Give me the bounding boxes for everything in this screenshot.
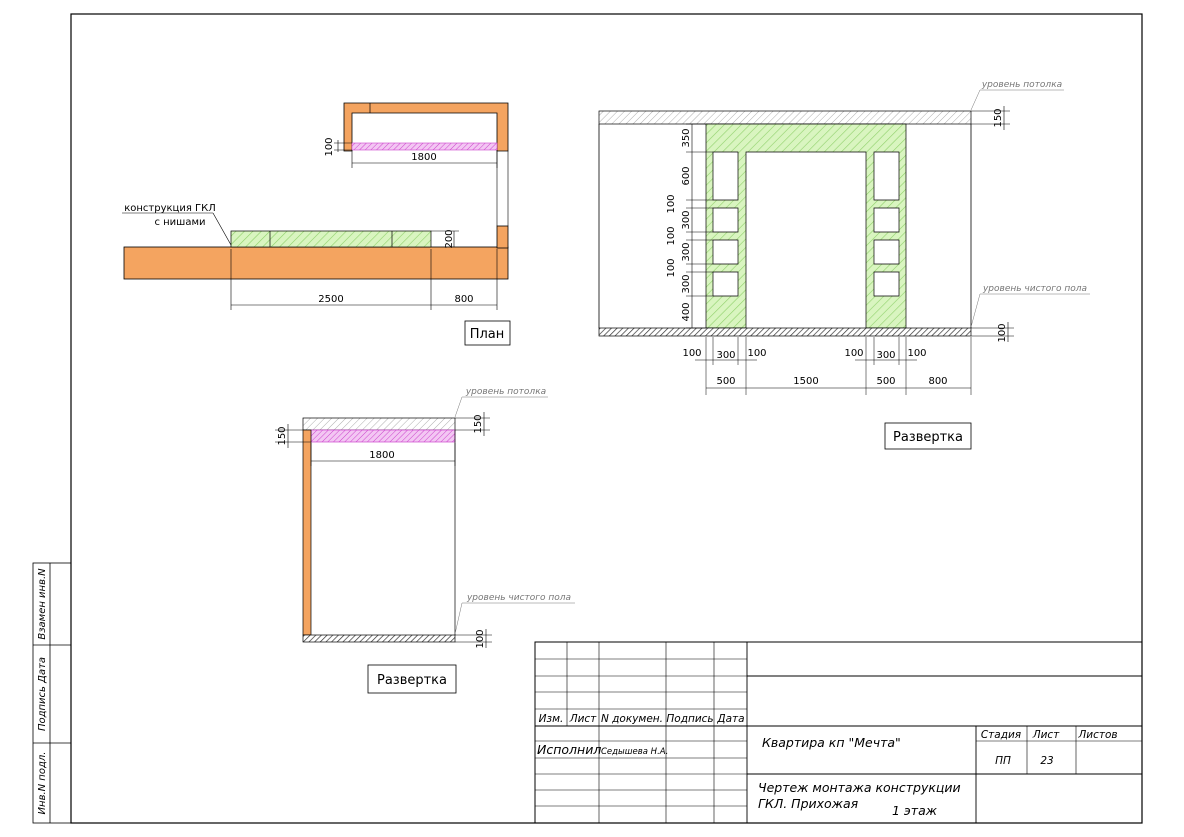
elev-r-ceiling-slab [598,110,972,125]
tb-stage-value: ПП [995,755,1011,767]
elev-r-dim-h100c: 100 [844,348,863,359]
elev-l-ceiling-strip [310,429,456,443]
plan-dim-1800: 1800 [411,152,436,163]
elev-r-dim-300c: 300 [681,274,692,293]
tb-sheet-value: 23 [1040,755,1053,767]
elev-r-dim-h1500: 1500 [793,376,818,387]
elev-r-dim-100a: 100 [666,194,677,213]
elev-r-floor-level: уровень чистого пола [982,284,1087,294]
side-stamp-cell-3: Инв.N подл. [37,752,48,815]
side-stamp-cell-1: Взамен инв.N [37,568,48,640]
tb-header-list: Лист [569,713,597,725]
plan-dim-200: 200 [444,229,455,248]
elev-l-ceiling-slab [302,417,456,431]
plan-dim-800: 800 [454,294,473,305]
elev-r-dim-h100b: 100 [747,348,766,359]
elev-r-dim-300a: 300 [681,210,692,229]
tb-header-izm: Изм. [539,713,564,725]
elevation-right: 350 600 100 300 100 300 100 300 400 150 … [598,80,1090,450]
elev-r-dim-300b: 300 [681,242,692,261]
elev-l-wall [302,429,312,636]
elev-r-dim-350: 350 [681,128,692,147]
tb-performer-role: Исполнил [537,742,601,757]
tb-header-ndoc: N докумен. [601,713,663,725]
elev-l-dim-1800: 1800 [369,450,394,461]
elev-l-dim-150-left: 150 [277,426,288,445]
tb-sheets-label: Листов [1077,729,1117,741]
elev-r-title-box [884,422,972,450]
elev-r-dim-h300a: 300 [716,350,735,361]
plan-gkl-label-2: с нишами [154,217,205,228]
elev-r-dim-h500b: 500 [876,376,895,387]
elevation-left: 150 150 1800 100 уровень потолка уровень… [275,387,575,694]
side-stamp-cell-2: Подпись Дата [37,657,48,731]
plan-title: План [470,327,505,342]
elev-l-floor-level: уровень чистого пола [466,593,571,603]
elev-r-dim-h800: 800 [928,376,947,387]
tb-stage-label: Стадия [981,729,1021,741]
tb-header-data: Дата [716,713,744,725]
tb-project: Квартира кп "Мечта" [762,735,901,750]
tb-performer-name: Седышева Н.А. [601,747,668,757]
tb-drawing-title-1: Чертеж монтажа конструкции [758,780,961,795]
plan-upper-wall [343,102,509,152]
plan-main-wall [123,246,509,280]
elev-l-floor [302,634,456,643]
plan-dim-100: 100 [324,137,335,156]
plan-right-wall-stub [496,225,509,249]
elev-r-dim-100b: 100 [666,226,677,245]
sheet-frame [70,13,1143,824]
elev-r-dim-600: 600 [681,166,692,185]
plan-title-box [464,320,511,346]
elev-l-title: Развертка [377,673,447,688]
tb-floor: 1 этаж [892,803,938,818]
elev-r-dim-400: 400 [681,302,692,321]
plan-ceiling-strip [351,142,498,151]
elev-r-dim-h500a: 500 [716,376,735,387]
elev-l-dim-100: 100 [475,629,486,648]
tb-drawing-title-2: ГКЛ. Прихожая [758,796,859,811]
plan-gkl-label: конструкция ГКЛ [124,203,216,214]
plan-dim-2500: 2500 [318,294,343,305]
elev-r-dim-100c: 100 [666,258,677,277]
elev-r-dim-h100a: 100 [682,348,701,359]
elev-r-gkl-frame [705,123,907,329]
plan-gkl-construction [230,230,432,248]
side-stamp: Взамен инв.N Подпись Дата Инв.N подл. [32,562,72,824]
elev-r-dim-150: 150 [993,108,1004,127]
tb-sheet-label: Лист [1032,729,1060,741]
elev-l-dim-150-right: 150 [473,414,484,433]
elev-r-dim-h100d: 100 [907,348,926,359]
elev-l-title-box [367,664,457,694]
title-block: Изм. Лист N докумен. Подпись Дата Исполн… [534,641,1143,824]
elev-r-title: Развертка [893,430,963,445]
elev-r-ceiling-level: уровень потолка [981,80,1062,90]
elev-r-dim-100-floor: 100 [997,323,1008,342]
tb-header-podpis: Подпись [666,713,713,725]
elev-l-ceiling-level: уровень потолка [465,387,546,397]
plan-view: 1800 100 200 2500 800 конструкция ГКЛ с … [122,102,511,346]
elev-r-floor [598,327,972,337]
elev-r-dim-h300b: 300 [876,350,895,361]
